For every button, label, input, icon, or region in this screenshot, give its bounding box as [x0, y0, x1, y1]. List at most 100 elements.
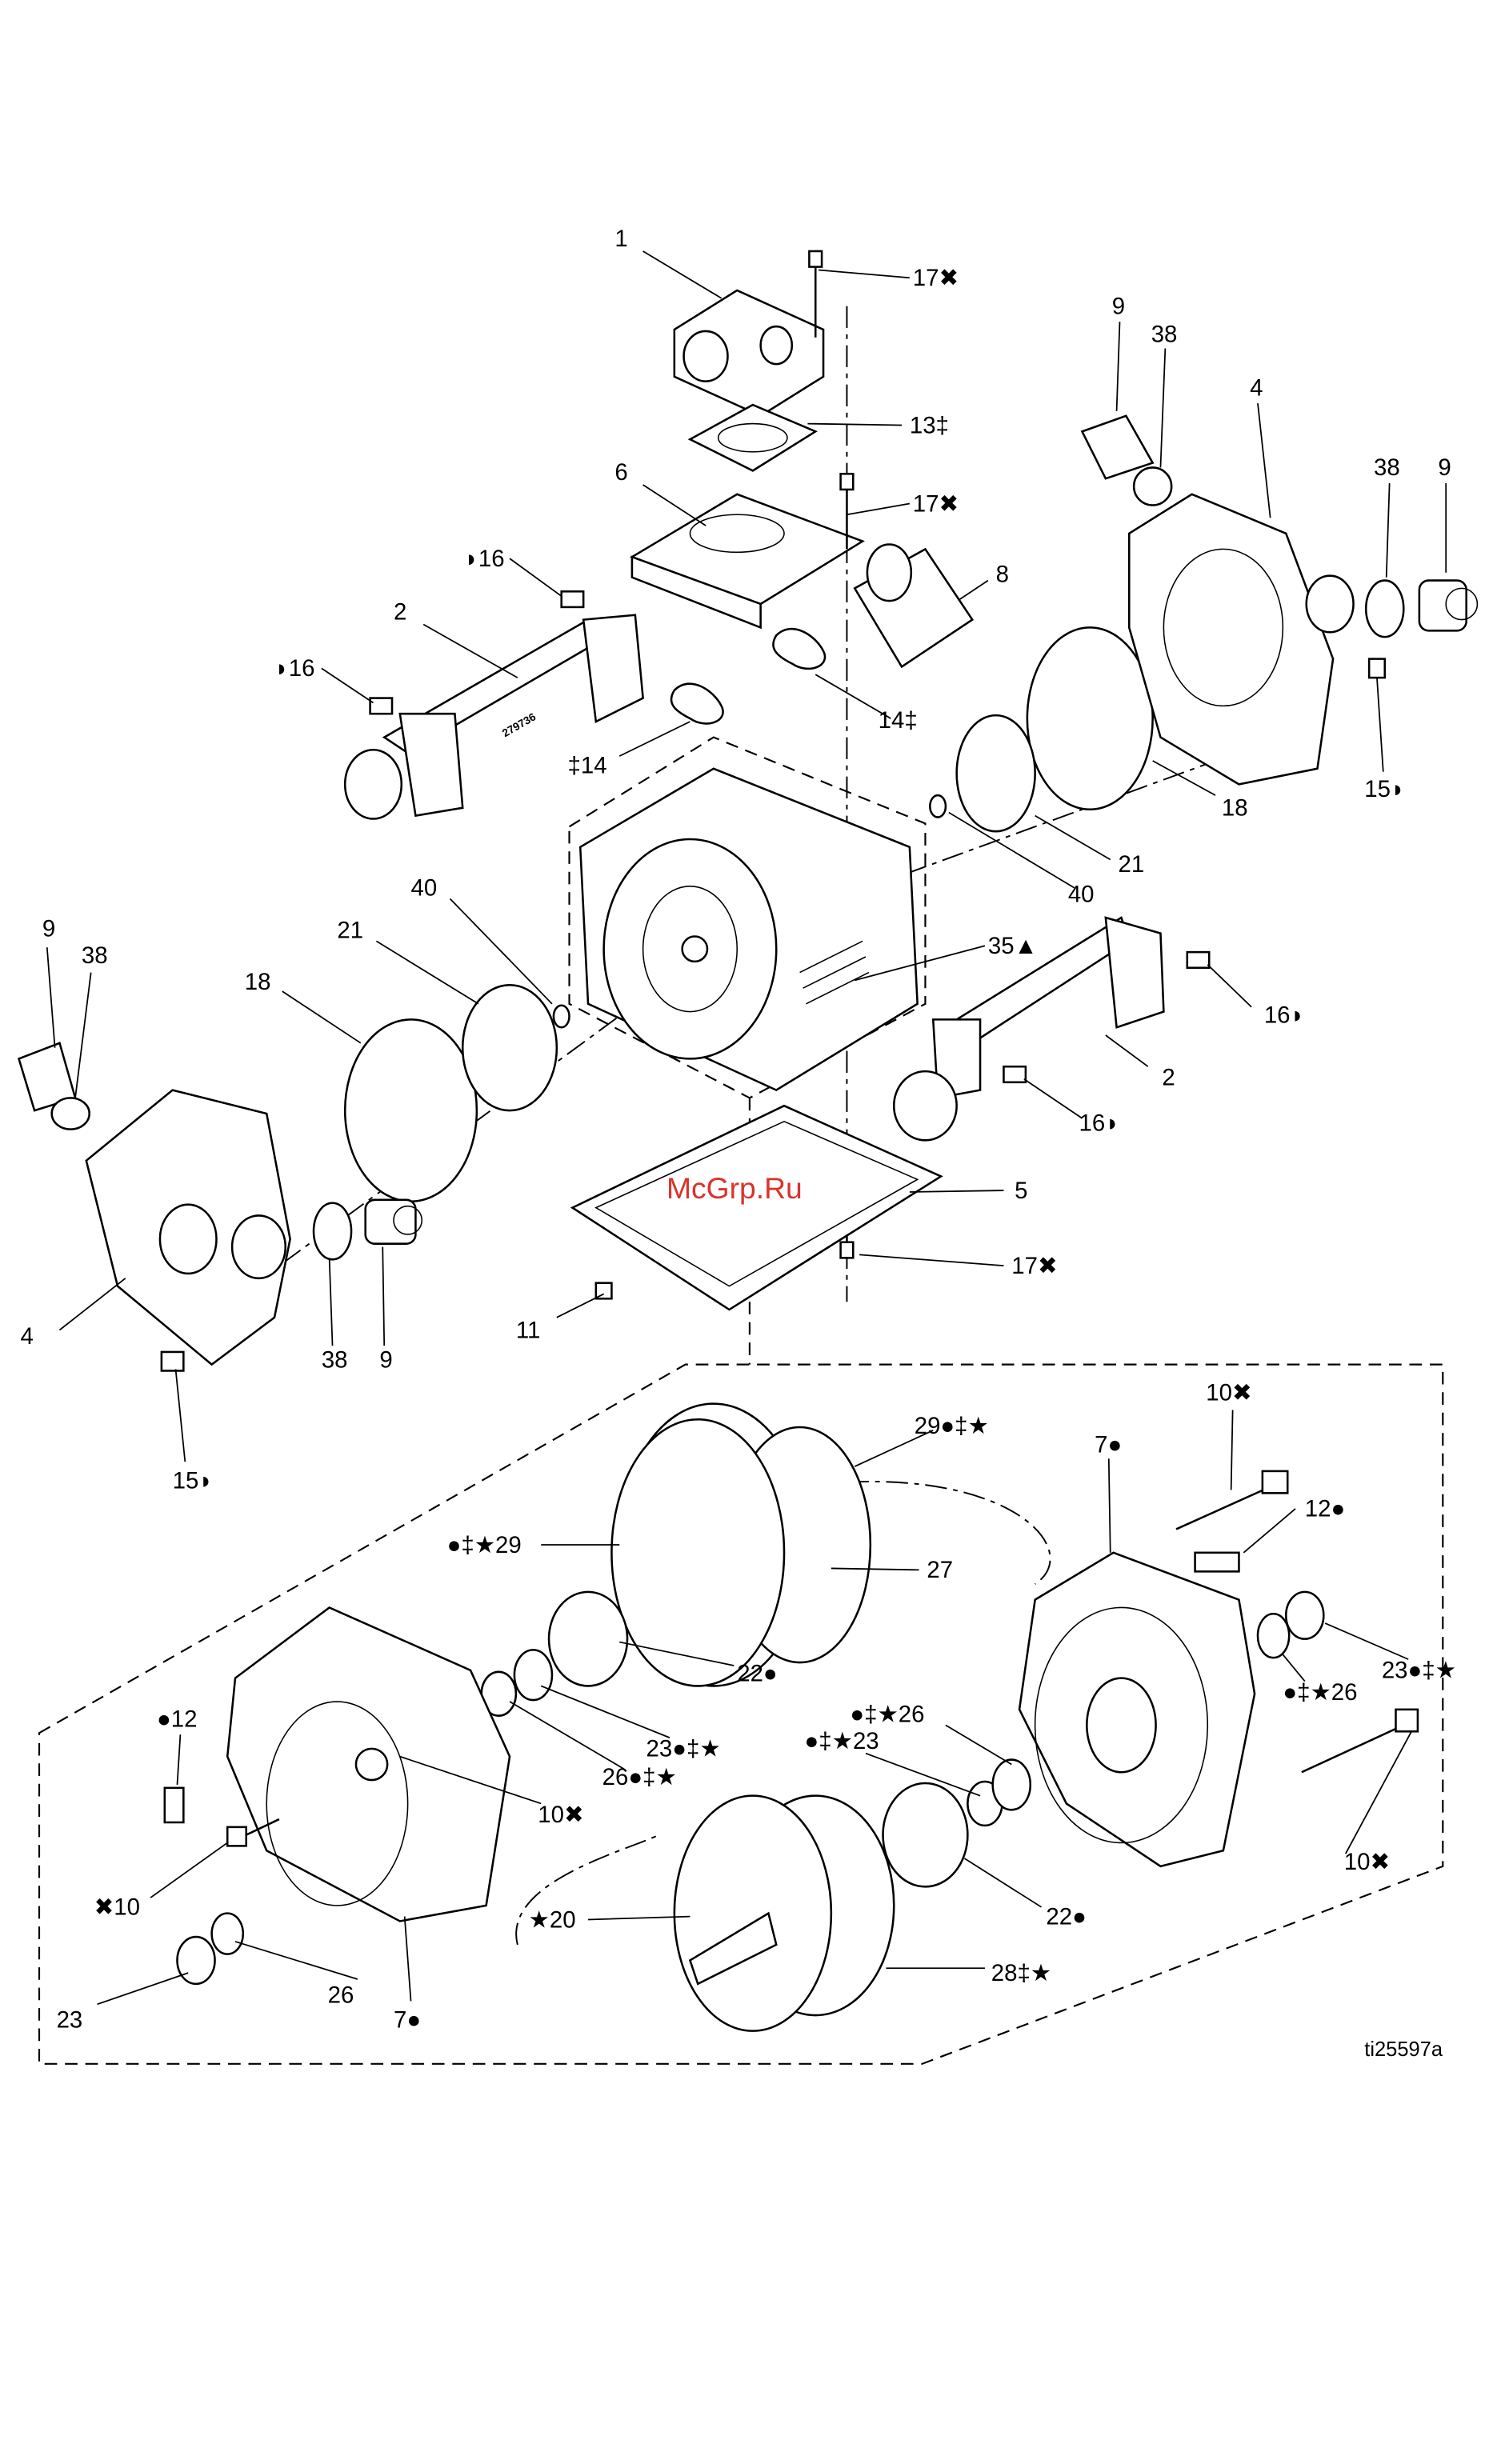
part-manifold-lower	[629, 493, 865, 630]
callout-12-right: 12●	[1305, 1496, 1345, 1522]
callout-16-c: 16◗	[1264, 1002, 1304, 1028]
part-bolt-17-top	[808, 250, 823, 338]
part-bolt-10-left	[226, 1818, 280, 1847]
callout-9-left-top: 9	[42, 916, 55, 942]
callout-17-mid: 17✖	[913, 490, 959, 517]
part-diaphragm-18-left	[343, 1018, 478, 1203]
callout-23-mid: ●‡★23	[805, 1728, 879, 1754]
axis-line-lower	[515, 1480, 1051, 1946]
part-muffler	[853, 543, 975, 669]
callout-7-left: 7●	[394, 2007, 421, 2034]
callout-10-far-left: ✖10	[94, 1894, 140, 1921]
part-gasket-13	[687, 403, 818, 472]
callout-21-right: 21	[1119, 851, 1145, 878]
center-block-group-outline	[568, 736, 927, 1099]
callout-38-top: 38	[1151, 322, 1178, 348]
part-bolt-16-a	[560, 590, 585, 609]
part-bolt-10-top	[1175, 1470, 1289, 1530]
callout-22-top: 22●	[737, 1661, 777, 1687]
callout-4-right: 4	[1250, 374, 1263, 401]
callout-38-left: 38	[322, 1347, 348, 1374]
callout-28: 28‡★	[991, 1960, 1051, 1986]
callout-16-a: ◗16	[464, 546, 504, 572]
callout-1: 1	[614, 226, 627, 252]
callout-20: ★20	[529, 1906, 576, 1933]
callout-5: 5	[1015, 1178, 1027, 1204]
part-oring-38-right	[1364, 579, 1405, 638]
callout-2-right: 2	[1162, 1065, 1175, 1091]
leader-lines	[46, 250, 1447, 2006]
callout-16-d: 16◗	[1079, 1110, 1119, 1137]
callout-9-right: 9	[1438, 454, 1451, 481]
part-bolt-16-c	[1186, 950, 1211, 969]
part-number-marking: 279736	[500, 710, 538, 739]
part-seal-26-bottom	[210, 1912, 245, 1955]
callout-18-left: 18	[245, 969, 271, 995]
part-intake-manifold-left: 279736	[343, 614, 644, 820]
part-bolt-16-b	[369, 697, 394, 715]
callout-29-top: 29●‡★	[915, 1413, 989, 1439]
callout-22-bottom: 22●	[1046, 1903, 1086, 1930]
callout-13: 13‡	[910, 412, 949, 438]
part-check-seat-9-top	[1080, 414, 1155, 480]
callout-17-top: 17✖	[913, 265, 959, 291]
part-fitting-11	[594, 1282, 613, 1300]
callout-38-right: 38	[1374, 454, 1400, 481]
part-plate-21-left	[461, 984, 558, 1112]
callout-11: 11	[516, 1317, 541, 1343]
callout-17-bottom: 17✖	[1011, 1253, 1057, 1279]
part-bolt-15-right	[1367, 658, 1387, 679]
part-seal-23-right	[1284, 1590, 1325, 1640]
part-seal-23-bottom	[176, 1935, 216, 1986]
watermark: McGrp.Ru	[666, 1171, 803, 1205]
part-seal-23-top	[513, 1649, 554, 1702]
part-seal-26-right	[1256, 1613, 1291, 1659]
lower-kit-group-outline	[38, 1363, 1444, 2065]
callout-7-right: 7●	[1095, 1431, 1122, 1458]
callout-2-left: 2	[394, 599, 406, 626]
callout-10-right: 10✖	[1344, 1849, 1390, 1875]
callout-26-mid: ●‡★26	[850, 1702, 924, 1728]
part-check-seat-9-left	[364, 1198, 423, 1245]
part-seal-23-mid	[991, 1758, 1032, 1811]
part-check-seat-9-right	[1418, 579, 1479, 632]
callout-26-right: ●‡★26	[1283, 1679, 1357, 1706]
callout-10-left: 10✖	[538, 1802, 583, 1828]
part-center-housing	[578, 767, 919, 1092]
callout-40-left: 40	[411, 875, 438, 902]
callout-40-right: 40	[1068, 881, 1095, 907]
part-oring-38-left	[312, 1202, 353, 1261]
part-bolt-10-right	[1301, 1708, 1419, 1774]
part-bolt-17-mid	[839, 473, 855, 550]
callout-18-right: 18	[1222, 795, 1248, 822]
callout-29-left: ●‡★29	[447, 1532, 522, 1558]
callout-35: 35▲	[988, 933, 1038, 959]
callout-26-top: 26●‡★	[602, 1764, 677, 1790]
callout-9-top: 9	[1112, 293, 1125, 319]
part-gasket-14-right	[772, 627, 827, 670]
callout-15-right: 15◗	[1364, 776, 1404, 802]
figure-id: ti25597a	[1364, 2038, 1443, 2061]
callout-23-top: 23●‡★	[646, 1736, 721, 1762]
callout-8: 8	[996, 562, 1009, 588]
part-center-block-7-left	[226, 1606, 511, 1922]
callout-4-left: 4	[20, 1323, 33, 1350]
callout-15-left: 15◗	[173, 1467, 213, 1494]
callout-14-left: ‡14	[568, 753, 607, 779]
callout-21-left: 21	[337, 917, 363, 943]
part-base-gasket	[570, 1104, 943, 1311]
part-sensor-12-left	[163, 1786, 185, 1824]
part-fluid-cover-right	[1127, 493, 1355, 786]
callout-38-left-top: 38	[82, 942, 108, 969]
part-oring-38-left-top	[50, 1097, 90, 1130]
part-diaphragm-18-right	[1026, 626, 1154, 811]
part-washer-40-right	[929, 794, 947, 818]
callout-12-left: ●12	[157, 1706, 197, 1732]
part-gasket-14-left	[670, 682, 724, 725]
callout-23-right: 23●‡★	[1382, 1658, 1456, 1684]
part-center-block-7-right	[1018, 1551, 1256, 1868]
callout-23-bottom: 23	[57, 2007, 83, 2034]
part-bolt-15-left	[160, 1350, 185, 1372]
part-piston-20	[673, 1794, 895, 2032]
